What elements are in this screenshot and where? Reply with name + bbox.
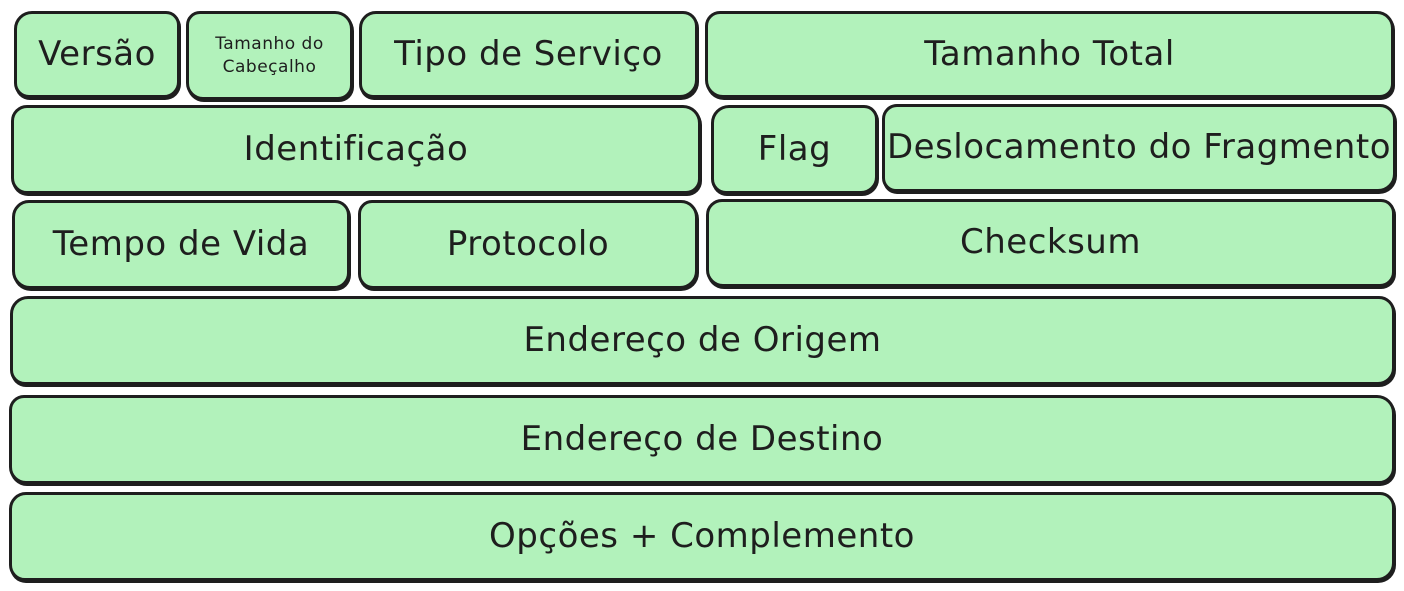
field-total-length-label: Tamanho Total xyxy=(924,33,1175,74)
field-checksum-label: Checksum xyxy=(960,222,1141,263)
field-destination-address-label: Endereço de Destino xyxy=(520,418,884,459)
field-flag-label: Flag xyxy=(757,128,832,169)
field-time-to-live: Tempo de Vida xyxy=(12,200,350,289)
field-checksum: Checksum xyxy=(706,199,1395,287)
field-header-length: Tamanho do Cabeçalho xyxy=(186,11,353,100)
field-flag: Flag xyxy=(711,105,878,194)
field-source-address-label: Endereço de Origem xyxy=(523,319,882,360)
field-destination-address: Endereço de Destino xyxy=(9,395,1395,484)
field-version-label: Versão xyxy=(38,33,156,74)
field-fragment-offset-label: Deslocamento do Fragmento xyxy=(886,127,1391,168)
field-total-length: Tamanho Total xyxy=(705,11,1394,98)
field-protocol: Protocolo xyxy=(358,200,698,289)
field-service-type-label: Tipo de Serviço xyxy=(394,33,663,74)
field-time-to-live-label: Tempo de Vida xyxy=(52,223,310,264)
field-identification-label: Identificação xyxy=(243,128,469,169)
field-protocol-label: Protocolo xyxy=(446,223,610,264)
field-version: Versão xyxy=(14,11,180,98)
field-identification: Identificação xyxy=(11,105,701,194)
field-header-length-label: Tamanho do Cabeçalho xyxy=(215,33,324,77)
field-fragment-offset: Deslocamento do Fragmento xyxy=(882,104,1396,192)
field-options-padding: Opções + Complemento xyxy=(9,492,1395,581)
field-options-padding-label: Opções + Complemento xyxy=(489,515,915,556)
field-source-address: Endereço de Origem xyxy=(10,296,1395,385)
field-service-type: Tipo de Serviço xyxy=(359,11,698,98)
